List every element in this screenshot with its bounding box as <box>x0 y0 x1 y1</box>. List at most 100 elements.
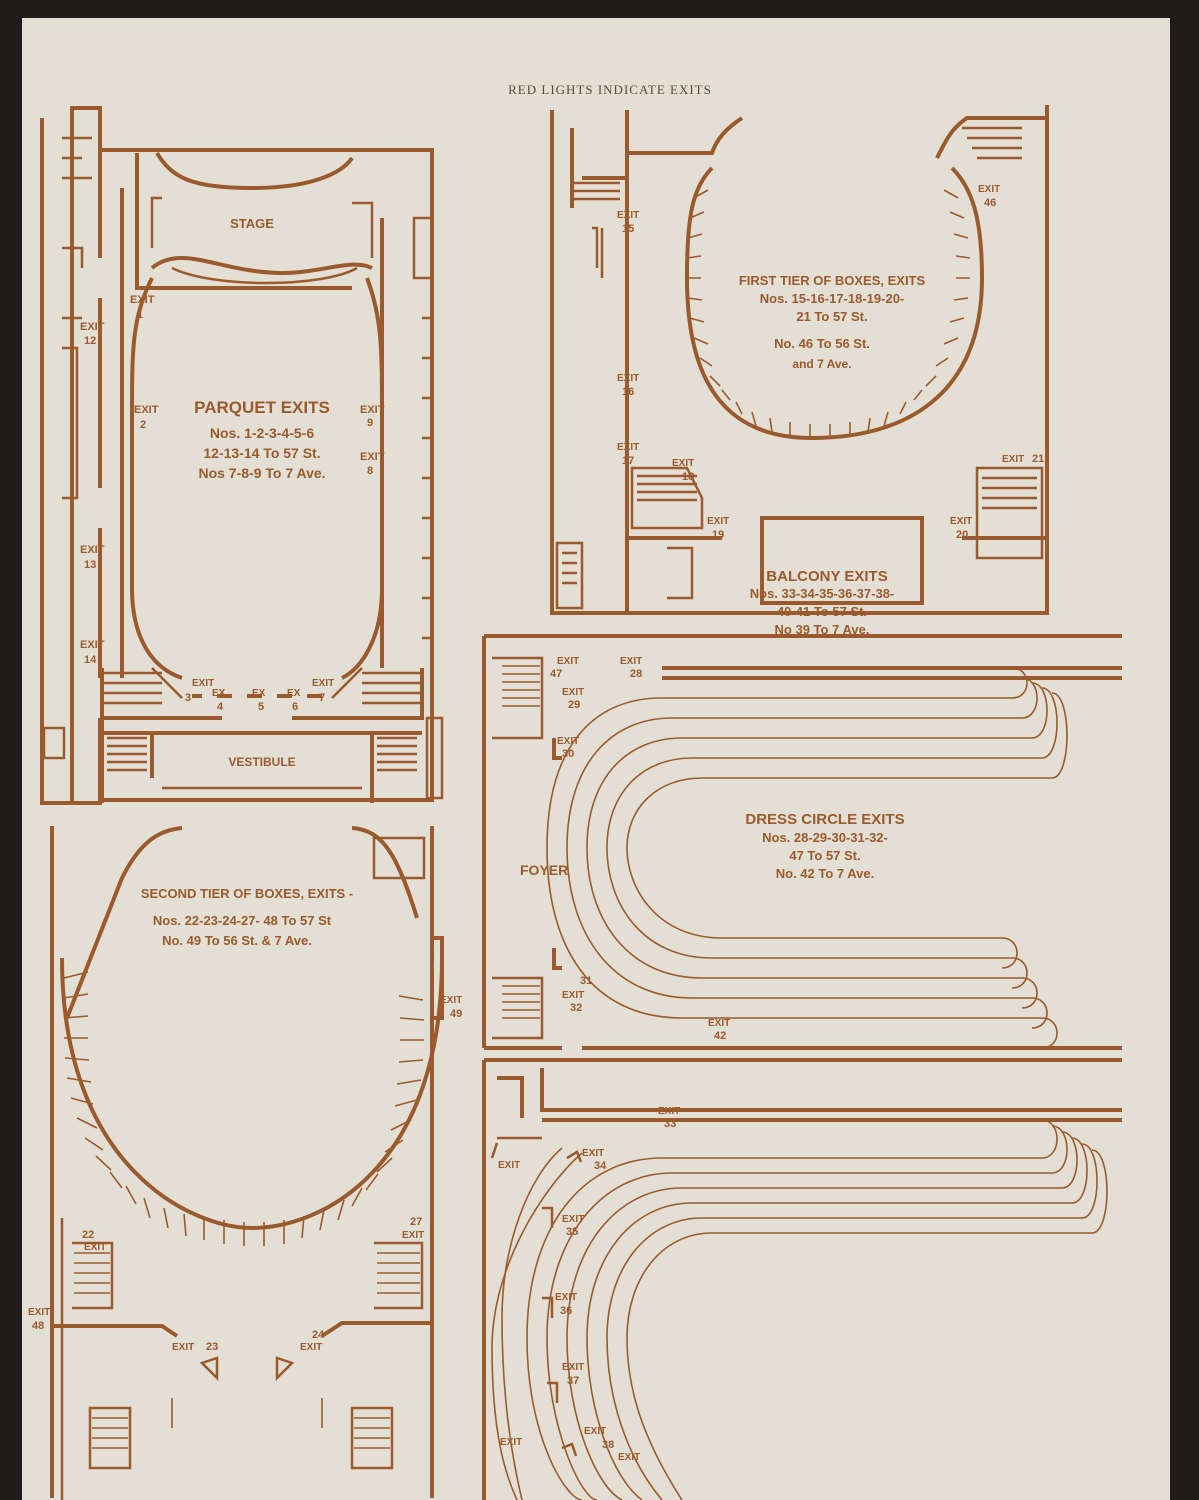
exit-30-label: EXIT <box>557 736 579 747</box>
parquet-plan: STAGE VESTIBULE PARQUET EXITS Nos. 1-2-3… <box>40 106 444 805</box>
exit-32-label: EXIT <box>562 990 584 1001</box>
first-tier-plan: FIRST TIER OF BOXES, EXITS Nos. 15-16-17… <box>550 105 1049 615</box>
balcony-rows <box>491 1119 1108 1500</box>
exit-14-number: 14 <box>84 654 97 666</box>
second-tier-boxes <box>63 971 425 1246</box>
exit-19-label: EXIT <box>707 516 729 527</box>
exit-34-number: 34 <box>594 1160 607 1172</box>
exit-15-number: 15 <box>622 223 634 235</box>
second-tier-line-1: SECOND TIER OF BOXES, EXITS - <box>141 886 353 901</box>
exit-4-number: 4 <box>217 701 224 713</box>
second-tier-line-3: No. 49 To 56 St. & 7 Ave. <box>162 933 312 948</box>
parquet-line-1: Nos. 1-2-3-4-5-6 <box>210 425 314 441</box>
exit-6-label: EX <box>287 688 301 699</box>
exit-20-number: 20 <box>956 529 968 541</box>
exit-48-label: EXIT <box>28 1307 50 1318</box>
exit-36-number: 36 <box>560 1305 572 1317</box>
exit-18-number: 18 <box>682 471 694 483</box>
dress-circle-line-4: No. 42 To 7 Ave. <box>776 866 875 881</box>
exit-46-number: 46 <box>984 197 996 209</box>
exit-9-number: 9 <box>367 417 373 429</box>
exit-42-number: 42 <box>714 1030 726 1042</box>
exit-30-number: 30 <box>562 748 574 760</box>
exit-33-number: 33 <box>664 1118 676 1130</box>
balcony-line-2: Nos. 33-34-35-36-37-38- <box>750 586 895 601</box>
exit-2-number: 2 <box>140 419 146 431</box>
first-tier-line-1: FIRST TIER OF BOXES, EXITS <box>739 273 926 288</box>
exit-46-label: EXIT <box>978 184 1000 195</box>
exit-12-label: EXIT <box>80 321 105 333</box>
exit-37-label: EXIT <box>562 1362 584 1373</box>
exit-37-number: 37 <box>567 1375 579 1387</box>
exit-24-label: EXIT <box>300 1342 322 1353</box>
exit-3-number: 3 <box>185 692 191 704</box>
first-tier-line-3: 21 To 57 St. <box>796 309 867 324</box>
exit-8-number: 8 <box>367 465 373 477</box>
exit-3-label: EXIT <box>192 678 214 689</box>
exit-27-number: 27 <box>410 1216 422 1228</box>
exit-16-label: EXIT <box>617 373 639 384</box>
page-header: RED LIGHTS INDICATE EXITS <box>508 82 712 97</box>
exit-13-number: 13 <box>84 559 96 571</box>
exit-24-number: 24 <box>312 1329 325 1341</box>
theater-exit-plans: RED LIGHTS INDICATE EXITS STAGE VESTIBUL… <box>28 82 1122 1500</box>
dress-circle-line-3: 47 To 57 St. <box>789 848 860 863</box>
exit-balcony-bottom-label: EXIT <box>500 1437 522 1448</box>
exit-12-number: 12 <box>84 335 96 347</box>
exit-34-label: EXIT <box>582 1148 604 1159</box>
dress-circle-line-1: DRESS CIRCLE EXITS <box>745 811 904 828</box>
exit-23-number: 23 <box>206 1341 218 1353</box>
exit-balcony-left-label: EXIT <box>498 1160 520 1171</box>
balcony-line-3: 40-41 To 57 St. <box>777 604 867 619</box>
exit-17-label: EXIT <box>617 442 639 453</box>
foyer-label: FOYER <box>520 862 568 878</box>
parquet-line-2: 12-13-14 To 57 St. <box>203 445 320 461</box>
exit-8-label: EXIT <box>360 451 385 463</box>
second-tier-line-2: Nos. 22-23-24-27- 48 To 57 St <box>153 913 332 928</box>
exit-28-number: 28 <box>630 668 642 680</box>
program-page: RED LIGHTS INDICATE EXITS STAGE VESTIBUL… <box>22 18 1170 1500</box>
exit-13-label: EXIT <box>80 544 105 556</box>
exit-38-number: 38 <box>602 1439 614 1451</box>
first-tier-line-2: Nos. 15-16-17-18-19-20- <box>760 291 905 306</box>
exit-22-number: 22 <box>82 1229 94 1241</box>
exit-38-label: EXIT <box>584 1426 606 1437</box>
exit-35-number: 35 <box>566 1226 578 1238</box>
balcony-line-4: No 39 To 7 Ave. <box>775 622 870 637</box>
stage-label: STAGE <box>230 216 274 231</box>
exit-7-number: 7 <box>319 692 325 704</box>
exit-42-label: EXIT <box>708 1018 730 1029</box>
exit-29-number: 29 <box>568 699 580 711</box>
exit-47-number: 47 <box>550 668 562 680</box>
exit-47-label: EXIT <box>557 656 579 667</box>
exit-20-label: EXIT <box>950 516 972 527</box>
balcony-plan: BALCONY EXITS Nos. 33-34-35-36-37-38- 40… <box>482 568 1122 1500</box>
exit-1-label: EXIT <box>130 294 155 306</box>
exit-21-label: EXIT <box>1002 454 1024 465</box>
first-tier-line-5: and 7 Ave. <box>792 357 851 371</box>
parquet-title: PARQUET EXITS <box>194 398 330 417</box>
exit-5-number: 5 <box>258 701 264 713</box>
exit-2-label: EXIT <box>134 404 159 416</box>
vestibule-label: VESTIBULE <box>228 755 295 769</box>
exit-4-label: EX <box>212 688 226 699</box>
exit-balcony-bottom-right-label: EXIT <box>618 1452 640 1463</box>
exit-49-label: EXIT <box>440 995 462 1006</box>
second-tier-plan: SECOND TIER OF BOXES, EXITS - Nos. 22-23… <box>28 826 462 1500</box>
exit-33-label: EXIT <box>658 1106 680 1117</box>
balcony-line-1: BALCONY EXITS <box>766 568 887 585</box>
exit-32-number: 32 <box>570 1002 582 1014</box>
exit-17-number: 17 <box>622 455 634 467</box>
dress-circle-rows <box>546 667 1068 1049</box>
exit-35-label: EXIT <box>562 1214 584 1225</box>
exit-18-label: EXIT <box>672 458 694 469</box>
exit-19-number: 19 <box>712 529 724 541</box>
exit-31-number: 31 <box>580 975 592 987</box>
exit-22-label: EXIT <box>84 1242 106 1253</box>
exit-48-number: 48 <box>32 1320 44 1332</box>
dress-circle-plan: FOYER DRESS CIRCLE EXITS Nos. 28-29-30-3… <box>482 634 1122 1050</box>
exit-15-label: EXIT <box>617 210 639 221</box>
exit-27-label: EXIT <box>402 1230 424 1241</box>
exit-23-label: EXIT <box>172 1342 194 1353</box>
parquet-line-3: Nos 7-8-9 To 7 Ave. <box>198 465 325 481</box>
